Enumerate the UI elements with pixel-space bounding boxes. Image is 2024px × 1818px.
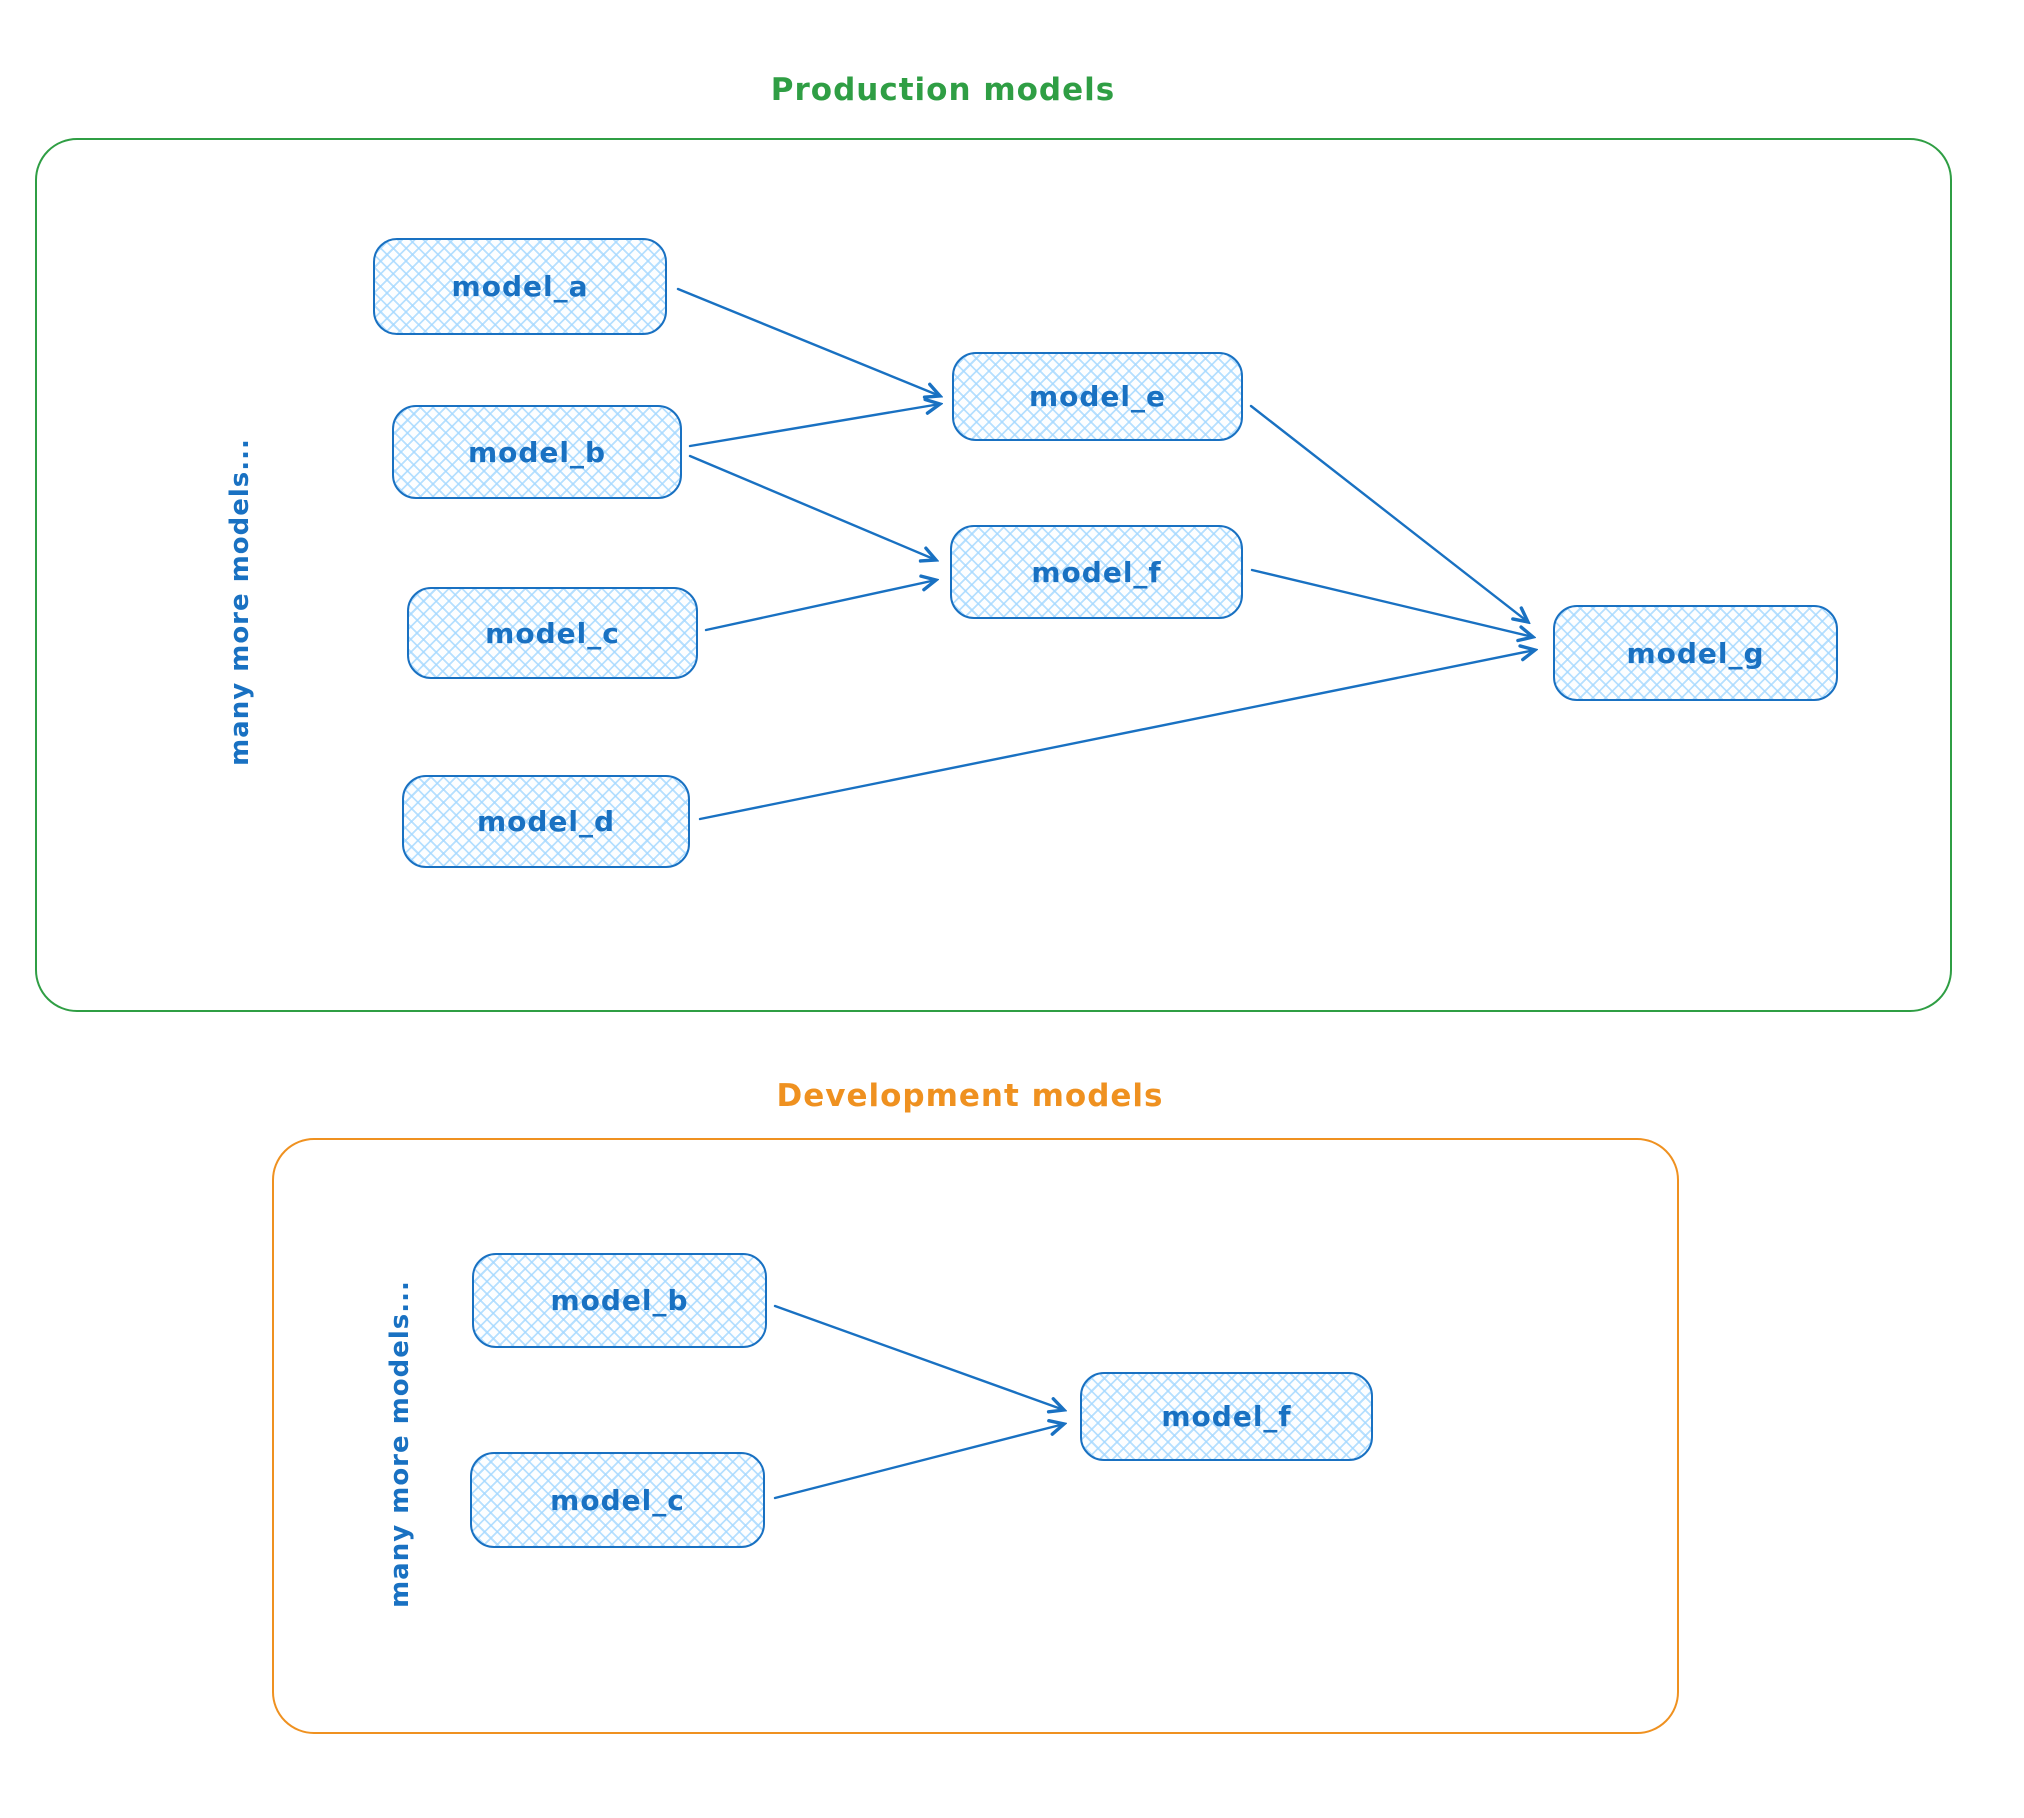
node-model_b: model_b [392,405,682,499]
node-model_a: model_a [373,238,667,335]
node-label-model_e: model_e [1028,380,1167,413]
node-model_e: model_e [952,352,1243,441]
node-label-model_d: model_d [476,805,616,838]
node-label-dev_model_b: model_b [550,1284,689,1317]
node-label-dev_model_f: model_f [1161,1400,1292,1433]
node-label-model_g: model_g [1626,636,1765,670]
node-dev_model_f: model_f [1080,1372,1373,1461]
production-side-label: many more models... [225,438,255,766]
node-label-model_a: model_a [451,270,589,303]
production-container [35,138,1952,1012]
development-title: Development models [776,1078,1164,1114]
node-label-dev_model_c: model_c [550,1483,685,1517]
node-dev_model_c: model_c [470,1452,765,1548]
node-label-model_b: model_b [467,435,607,469]
development-container [272,1138,1679,1734]
node-label-model_f: model_f [1031,555,1162,589]
node-model_g: model_g [1553,605,1838,701]
node-dev_model_b: model_b [472,1253,767,1348]
node-model_c: model_c [407,587,698,679]
production-title: Production models [770,72,1116,108]
node-model_d: model_d [402,775,690,868]
node-label-model_c: model_c [485,616,620,650]
node-model_f: model_f [950,525,1243,619]
development-side-label: many more models... [385,1280,415,1608]
